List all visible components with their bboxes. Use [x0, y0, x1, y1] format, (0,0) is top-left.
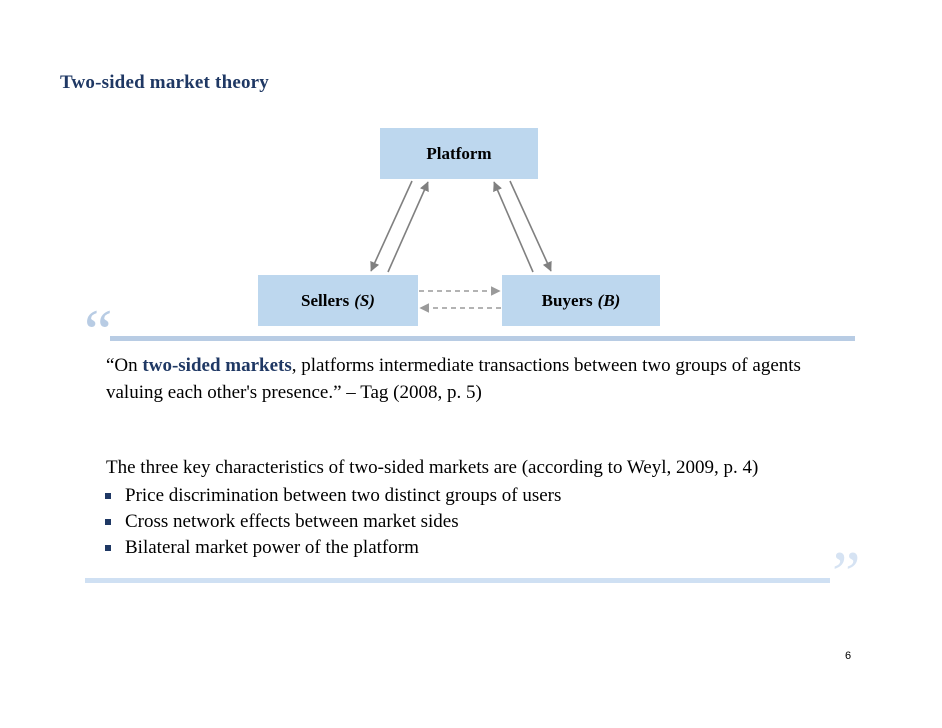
node-buyers-label: Buyers — [541, 290, 593, 310]
diagram-node-sellers[interactable]: Sellers (S) — [258, 275, 418, 326]
quote-rule-bottom — [85, 578, 830, 583]
bullet-square-icon — [105, 545, 111, 551]
list-item-label: Price discrimination between two distinc… — [125, 485, 562, 506]
quote-highlight: two-sided markets — [142, 355, 292, 376]
node-buyers-symbol: (B) — [597, 290, 621, 310]
page-number: 6 — [845, 650, 852, 662]
arrow-buyers-to-platform — [493, 181, 534, 273]
diagram-node-platform[interactable]: Platform — [380, 128, 538, 179]
arrow-platform-to-buyers — [509, 180, 552, 272]
diagram-node-buyers[interactable]: Buyers (B) — [502, 275, 660, 326]
list-item: Price discrimination between two distinc… — [103, 483, 863, 509]
arrow-sellers-to-platform — [387, 181, 429, 273]
arrow-platform-to-sellers — [370, 180, 413, 272]
quote-lead: “On — [106, 355, 143, 376]
quote-rest: , platforms intermediate transactions be… — [106, 355, 801, 403]
quote-rule-top — [110, 336, 855, 341]
closing-quote-mark: ” — [832, 538, 861, 609]
bullet-square-icon — [105, 519, 111, 525]
list-item: Bilateral market power of the platform — [103, 535, 863, 561]
list-item-label: Bilateral market power of the platform — [125, 537, 419, 558]
node-sellers-label: Sellers — [301, 290, 350, 310]
opening-quote-mark: “ — [84, 296, 113, 367]
list-item-label: Cross network effects between market sid… — [125, 511, 459, 532]
list-item: Cross network effects between market sid… — [103, 509, 863, 535]
quote-text: “On two-sided markets, platforms interme… — [106, 352, 846, 406]
node-platform-label: Platform — [426, 143, 492, 163]
bullet-square-icon — [105, 493, 111, 499]
two-sided-market-diagram: Platform Sellers (S) Buyers (B) — [0, 0, 942, 340]
page-title: Two-sided market theory — [60, 72, 269, 93]
characteristics-intro: The three key characteristics of two-sid… — [106, 457, 759, 478]
node-sellers-symbol: (S) — [354, 290, 375, 310]
characteristics-list: Price discrimination between two distinc… — [103, 483, 863, 561]
